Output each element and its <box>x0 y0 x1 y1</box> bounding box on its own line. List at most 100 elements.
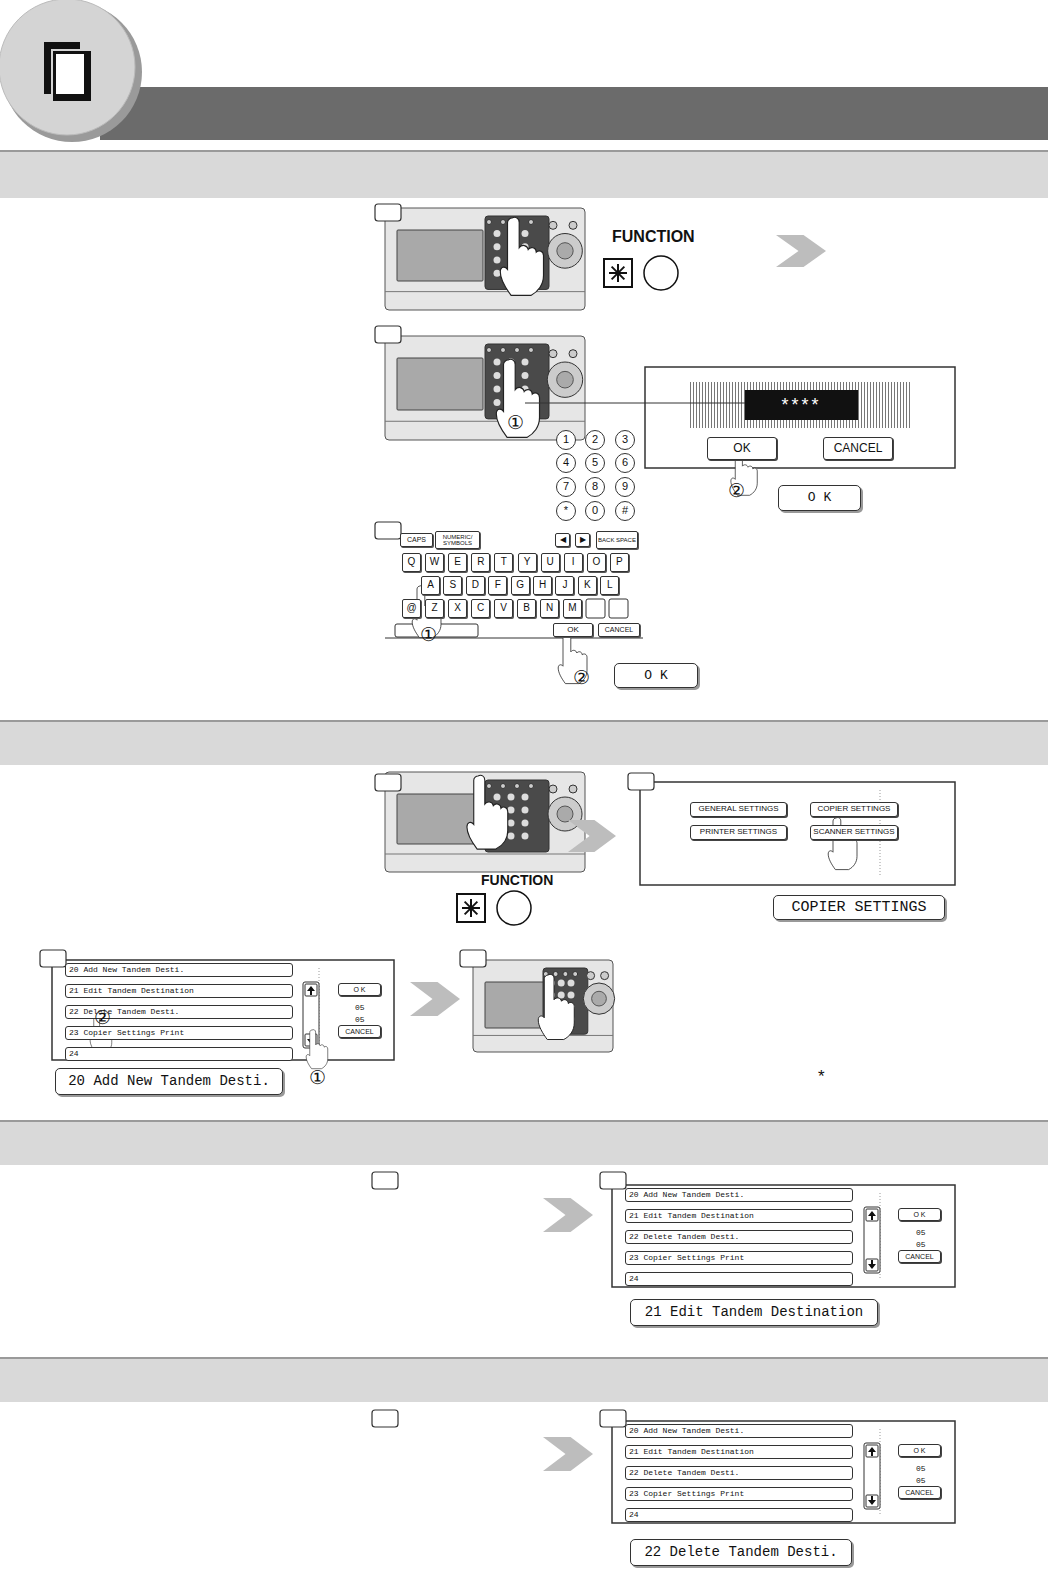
down-arrow <box>868 1496 876 1505</box>
panel-key <box>508 794 515 801</box>
screen-button: O K <box>898 1208 941 1221</box>
button-text: 24 <box>629 1511 639 1519</box>
start-button <box>557 806 573 822</box>
panel-edge <box>385 854 585 855</box>
panel-button <box>569 785 577 793</box>
keyboard-key: A <box>421 576 440 595</box>
keyboard-key: ▶ <box>575 533 590 547</box>
section-band <box>0 150 1048 198</box>
button-text: Q <box>408 557 416 568</box>
button-text: 6 <box>622 457 628 469</box>
button-label-box: 22 Delete Tandem Desti. <box>630 1539 852 1566</box>
button-text: I <box>572 557 575 568</box>
panel-button <box>569 350 577 358</box>
keyboard-key: CANCEL <box>598 623 640 637</box>
pointing-hand <box>467 775 508 849</box>
panel-key <box>522 230 529 237</box>
button-text: 20 Add New Tandem Desti. <box>629 1427 744 1435</box>
header-badge <box>0 0 135 135</box>
panel-key <box>522 807 529 814</box>
step-number-box <box>372 1172 398 1189</box>
button-text: 23 Copier Settings Print <box>629 1490 744 1498</box>
function-key-symbol <box>644 256 678 290</box>
keyboard-key: J <box>555 576 574 595</box>
button-text: 24 <box>69 1050 79 1058</box>
button-text: 9 <box>622 481 628 493</box>
screen-button: COPIER SETTINGS <box>810 802 898 817</box>
button-text: U <box>546 557 553 568</box>
button-text: 22 Delete Tandem Desti. <box>629 1233 739 1241</box>
button-text: D <box>472 580 479 591</box>
keyboard-key: I <box>564 553 583 572</box>
panel-edge <box>385 291 585 292</box>
section-band-edge <box>0 720 1048 722</box>
button-text: A <box>427 580 434 591</box>
panel-key <box>494 794 501 801</box>
button-text: G <box>516 580 524 591</box>
panel-button <box>553 972 558 977</box>
page-counter: 05 <box>916 1241 926 1249</box>
keyboard-key: BACK SPACE <box>596 531 638 549</box>
section-band <box>0 1357 1048 1402</box>
keyboard-key: V <box>494 599 513 618</box>
start-button <box>592 991 607 1006</box>
keyboard-key: K <box>578 576 597 595</box>
panel-key <box>494 359 501 366</box>
step-number-box <box>375 774 401 791</box>
keyboard-key: O <box>587 553 606 572</box>
button-text: H <box>539 580 546 591</box>
step-number-box <box>375 204 401 221</box>
button-text: 1 <box>563 434 569 446</box>
panel-key <box>522 794 529 801</box>
panel-button <box>549 350 557 358</box>
touch-screen <box>612 1421 955 1523</box>
button-label-box: O K <box>614 663 698 688</box>
button-text: S <box>450 580 457 591</box>
panel-button <box>549 785 557 793</box>
callout-number: * <box>818 1068 825 1085</box>
panel-key <box>494 243 501 250</box>
keypad-key: 9 <box>615 477 635 497</box>
start-button <box>548 234 583 269</box>
button-text: O <box>592 557 600 568</box>
star-key-symbol <box>612 267 625 280</box>
page-counter: 05 <box>916 1477 926 1485</box>
section-band-edge <box>0 1357 1048 1359</box>
screen-button: CANCEL <box>823 437 893 460</box>
start-button <box>557 371 574 388</box>
step-number-box <box>375 326 401 343</box>
button-text: 22 Delete Tandem Desti. <box>69 1008 179 1016</box>
screen-button: O K <box>338 983 381 996</box>
panel-key <box>494 230 501 237</box>
keyboard-key: E <box>448 553 467 572</box>
button-text: V <box>500 603 507 614</box>
panel-button <box>573 972 578 977</box>
button-text: O K <box>913 1211 925 1218</box>
button-text: C <box>477 603 484 614</box>
button-text: OK <box>733 442 750 455</box>
button-text: 4 <box>563 457 569 469</box>
keyboard-key: Q <box>402 553 421 572</box>
button-text: 21 Edit Tandem Destination <box>645 1305 863 1320</box>
keyboard-key: NUMERIC/ SYMBOLS <box>435 531 480 549</box>
panel-button <box>487 220 492 225</box>
keyboard-key: W <box>425 553 444 572</box>
keyboard-key: S <box>443 576 462 595</box>
page-icon <box>52 50 92 102</box>
callout-number: ② <box>728 481 745 500</box>
menu-item: 22 Delete Tandem Desti. <box>625 1230 853 1244</box>
control-panel <box>385 208 585 310</box>
button-text: PRINTER SETTINGS <box>700 828 777 836</box>
button-text: 8 <box>592 481 598 493</box>
button-text: 23 Copier Settings Print <box>629 1254 744 1262</box>
panel-lcd <box>485 982 545 1028</box>
panel-key <box>522 359 529 366</box>
menu-item: 21 Edit Tandem Destination <box>625 1445 853 1459</box>
button-text: # <box>622 505 628 517</box>
panel-key <box>558 991 565 998</box>
keyboard-key: M <box>563 599 582 618</box>
button-text: @ <box>406 603 416 614</box>
control-panel <box>385 772 585 872</box>
keyboard-key: X <box>448 599 467 618</box>
button-text: 21 Edit Tandem Destination <box>629 1448 754 1456</box>
